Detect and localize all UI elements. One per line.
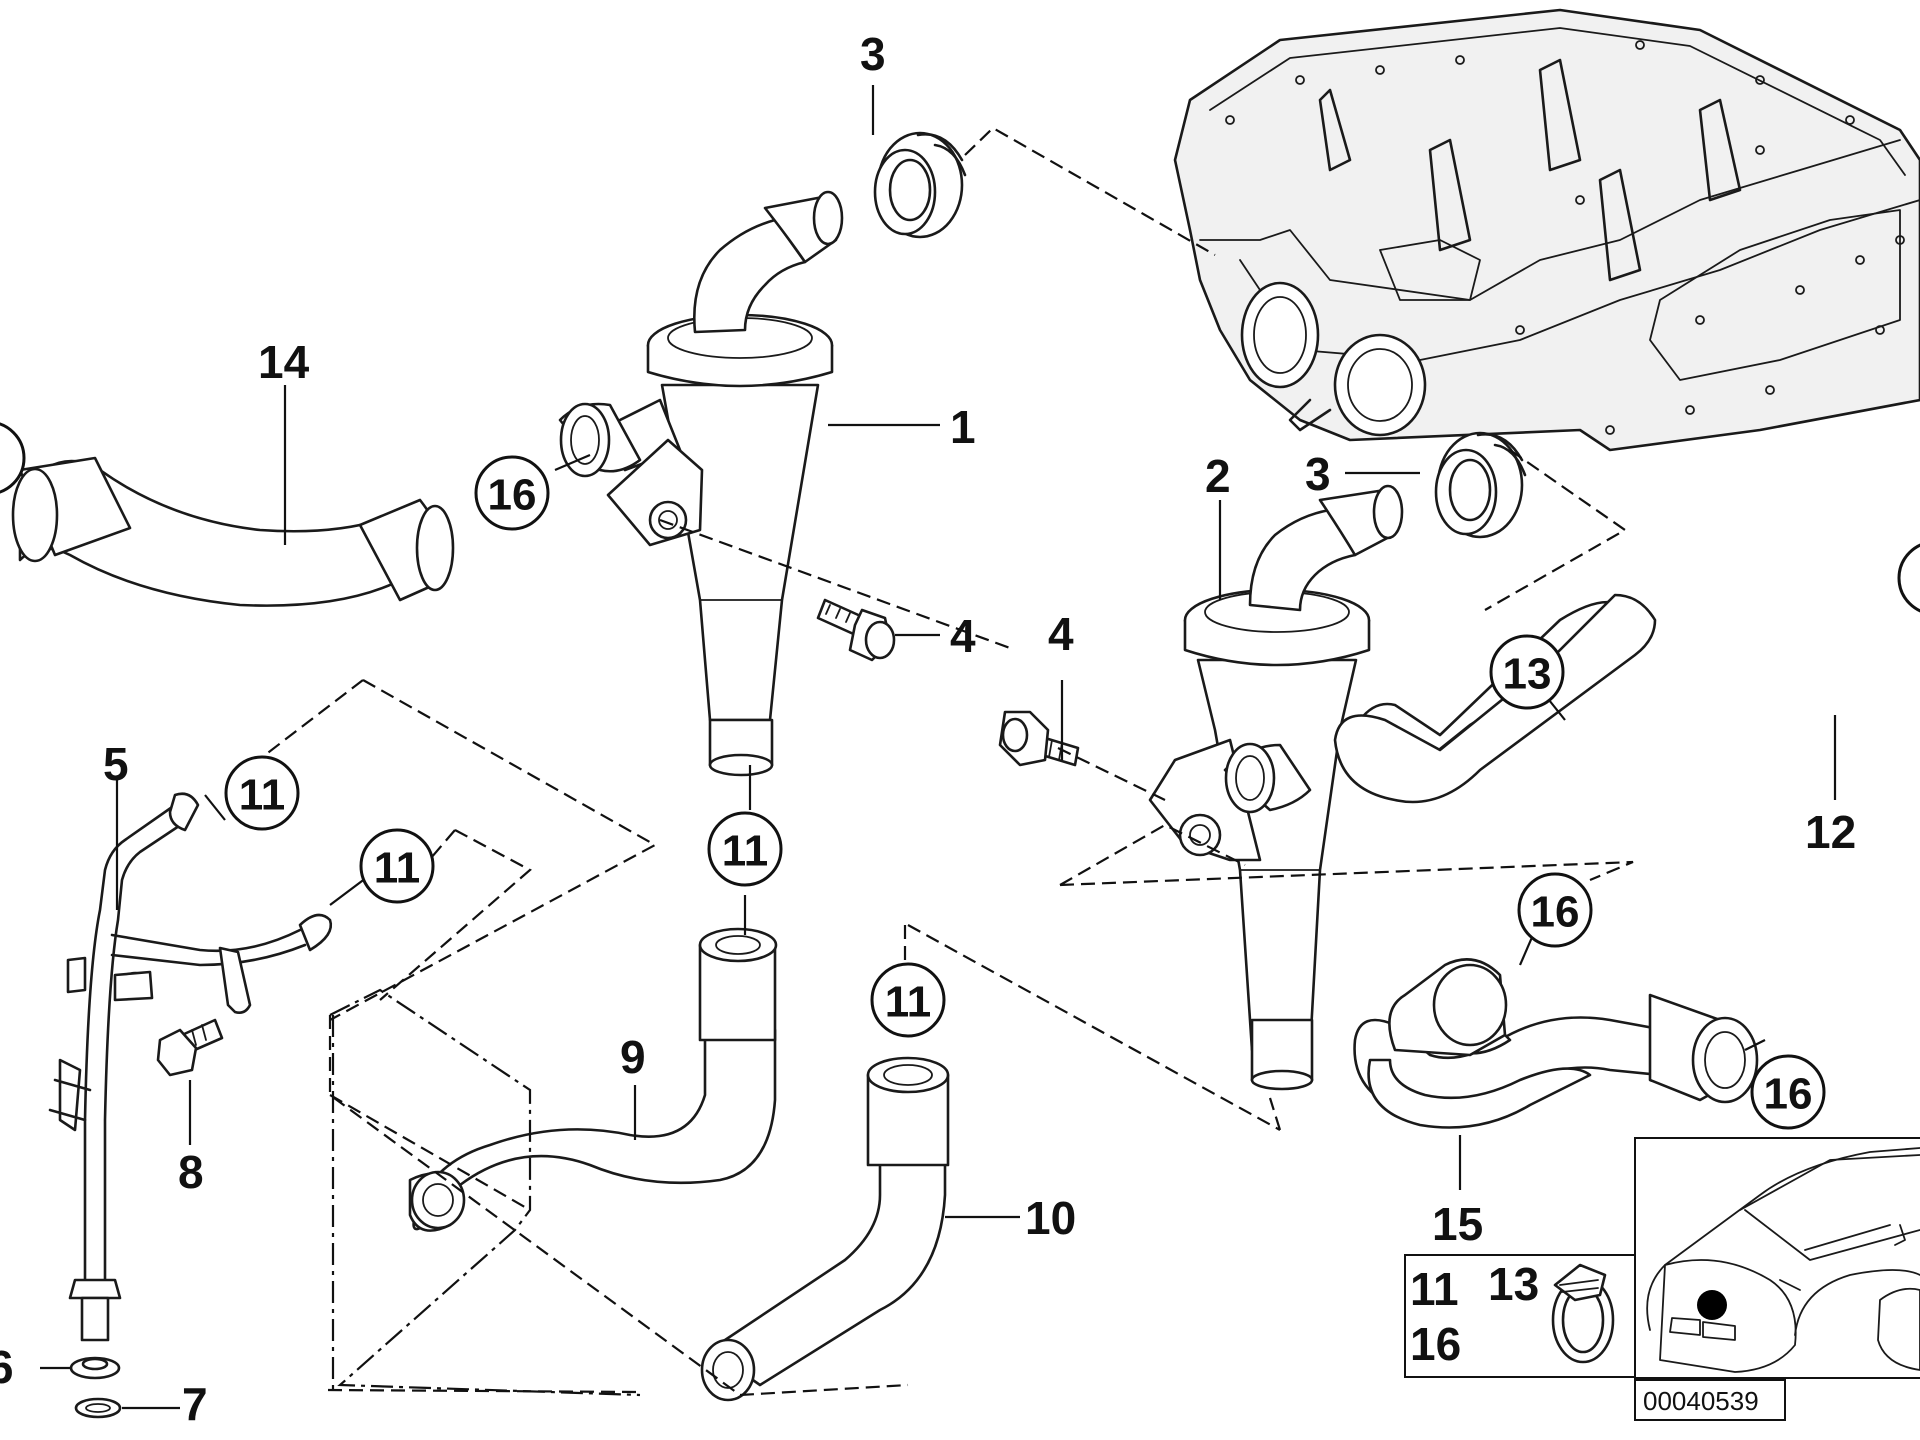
circled-label-16-right: 16	[1750, 1054, 1826, 1130]
clamp-legend: 11 13 16	[1404, 1254, 1636, 1378]
manifold-housing	[1173, 8, 1920, 452]
circled-label-11-b: 11	[359, 828, 435, 904]
oil-separator-2	[1148, 484, 1404, 1091]
label-part-2: 2	[1205, 450, 1231, 502]
location-dot-icon	[1697, 1290, 1727, 1320]
bolt-4-right	[998, 710, 1080, 767]
label-part-1: 1	[950, 401, 976, 453]
label-part-9: 9	[620, 1031, 646, 1083]
label-part-10: 10	[1025, 1192, 1076, 1244]
label-part-6: 6	[0, 1341, 14, 1393]
legend-item-16: 16	[1410, 1318, 1461, 1370]
label-part-12: 12	[1805, 806, 1856, 858]
grommet-3-top	[873, 131, 967, 239]
circled-label-11-c: 11	[707, 811, 783, 887]
car-outline-icon	[1646, 1147, 1920, 1373]
bolt-8	[156, 1018, 224, 1077]
circled-label-16-left: 16	[474, 455, 550, 531]
svg-text:11: 11	[239, 771, 286, 820]
circled-label-11-a: 11	[224, 755, 300, 831]
oil-separator-1	[558, 190, 844, 777]
svg-text:16: 16	[488, 471, 537, 520]
part-labels: 1 2 3 3 4 4 5 6 7 8 9 10 12 14 15	[0, 28, 1856, 1430]
svg-text:11: 11	[722, 827, 769, 876]
label-part-3-top: 3	[860, 28, 886, 80]
seal-ring-7	[74, 1397, 122, 1419]
hose-10	[700, 1056, 950, 1402]
svg-text:16: 16	[1531, 888, 1580, 937]
svg-text:11: 11	[374, 844, 421, 893]
label-part-8: 8	[178, 1146, 204, 1198]
svg-text:16: 16	[1764, 1070, 1813, 1119]
label-part-14: 14	[258, 336, 310, 388]
drawing-number: 00040539	[1643, 1386, 1759, 1416]
hose-clamp-icon	[1551, 1263, 1615, 1364]
label-part-15: 15	[1432, 1198, 1483, 1250]
label-part-5: 5	[103, 738, 129, 790]
circled-labels: 11 11 11 11 13 16 16 16	[0, 422, 1920, 1130]
legend-item-11: 11	[1410, 1263, 1459, 1315]
hose-14	[11, 456, 455, 607]
label-part-3-right: 3	[1305, 448, 1331, 500]
legend-item-13: 13	[1488, 1258, 1539, 1310]
bolt-4-left	[816, 598, 896, 662]
hose-15	[1353, 958, 1759, 1129]
dipstick-tube-5	[48, 792, 333, 1342]
circled-label-11-d: 11	[870, 962, 946, 1038]
label-part-4-left: 4	[950, 610, 976, 662]
circled-label-16-mid: 16	[1517, 872, 1593, 948]
hose-9	[408, 927, 778, 1232]
circled-label-13: 13	[1489, 634, 1565, 710]
svg-text:13: 13	[1503, 650, 1552, 699]
hose-12	[1333, 593, 1657, 804]
seal-ring-6	[69, 1356, 121, 1380]
label-part-4-right: 4	[1048, 608, 1074, 660]
label-part-7: 7	[182, 1378, 208, 1430]
svg-text:11: 11	[885, 978, 932, 1027]
locator-panel: 00040539	[1634, 1137, 1920, 1421]
grommet-3-right	[1434, 431, 1527, 539]
assembly-lines	[264, 126, 1634, 1397]
